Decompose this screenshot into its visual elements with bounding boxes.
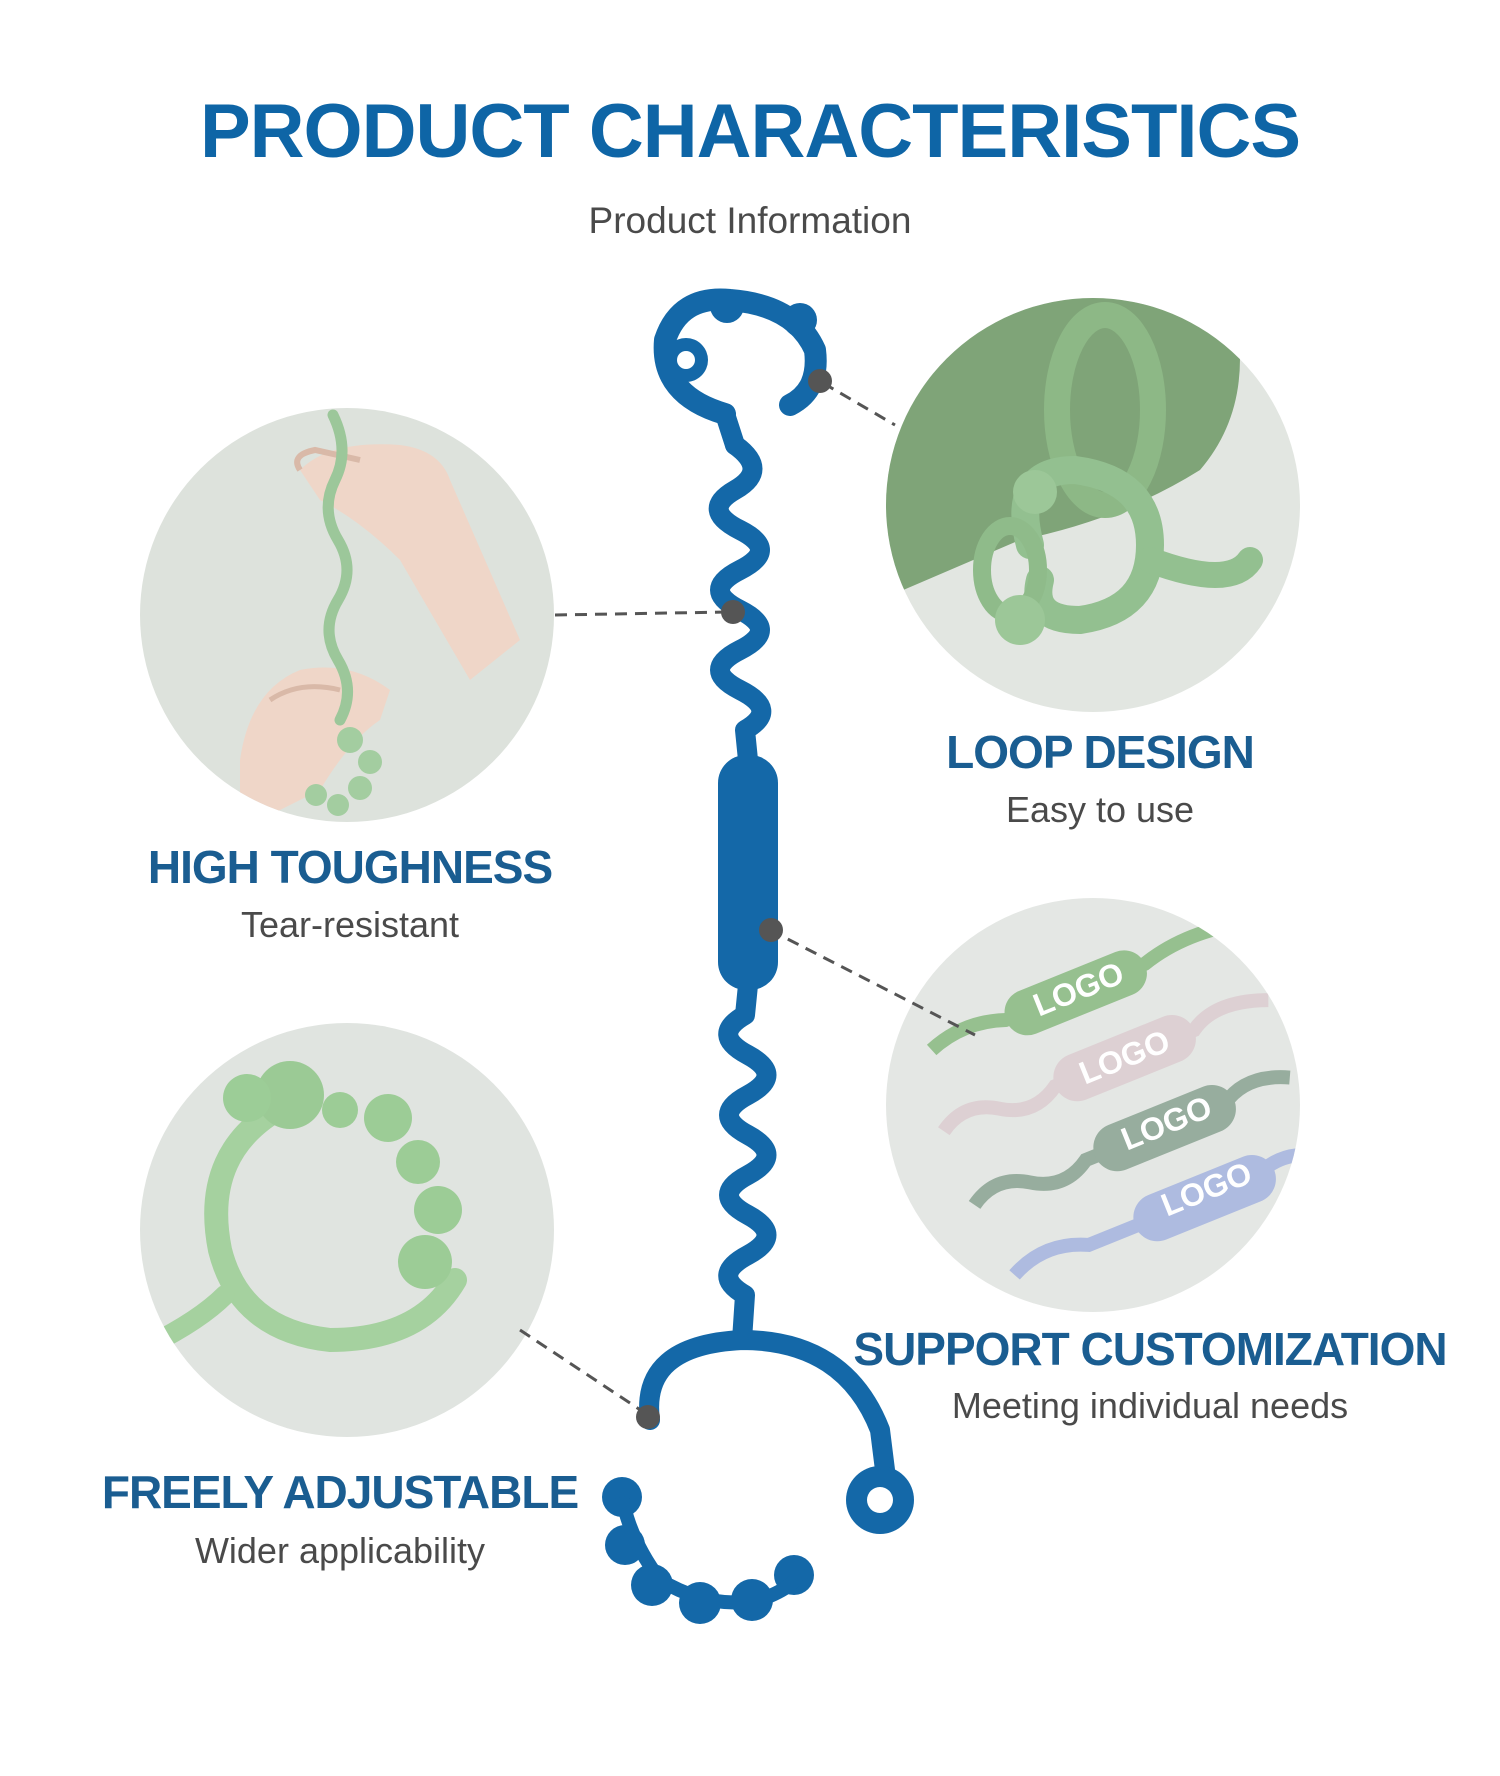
adjustable-photo bbox=[140, 1023, 554, 1437]
feature-title-freely-adjustable: FREELY ADJUSTABLE bbox=[101, 1466, 579, 1518]
page-title: PRODUCT CHARACTERISTICS bbox=[199, 89, 1301, 174]
toughness-photo bbox=[140, 408, 554, 822]
customization-photo: LOGO LOGO LOGO LOGO bbox=[886, 898, 1300, 1312]
loop-design-photo bbox=[886, 298, 1300, 712]
page-subtitle: Product Information bbox=[588, 200, 912, 241]
feature-title-support-customization: SUPPORT CUSTOMIZATION bbox=[853, 1323, 1447, 1375]
feature-subtitle-support-customization: Meeting individual needs bbox=[951, 1385, 1349, 1426]
feature-title-high-toughness: HIGH TOUGHNESS bbox=[147, 841, 553, 893]
feature-subtitle-freely-adjustable: Wider applicability bbox=[194, 1530, 486, 1571]
clip-hole bbox=[677, 351, 695, 369]
feature-subtitle-loop-design: Easy to use bbox=[1005, 789, 1195, 830]
feature-subtitle-high-toughness: Tear-resistant bbox=[240, 904, 460, 945]
end-ring-hole bbox=[867, 1487, 893, 1513]
connector-dots bbox=[636, 369, 832, 1429]
bottom-chain bbox=[615, 1495, 805, 1610]
feature-title-loop-design: LOOP DESIGN bbox=[946, 726, 1255, 778]
connector-lines bbox=[519, 381, 976, 1415]
